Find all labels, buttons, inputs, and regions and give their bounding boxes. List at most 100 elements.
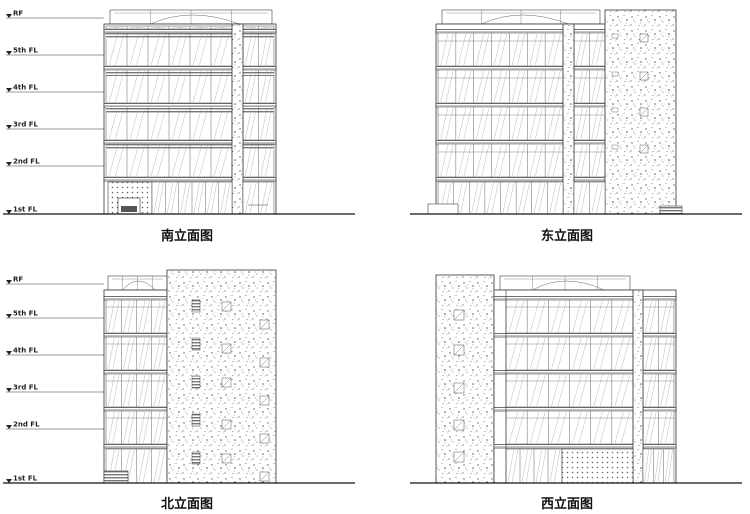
glass-reflection [578,411,588,444]
glass-reflection [540,449,547,483]
glass-reflection [158,374,165,407]
glass-reflection [265,182,272,214]
glass-reflection [199,70,209,103]
elevation-caption: 南立面图 [161,228,213,244]
glass-reflection [538,182,546,214]
glass-reflection [521,449,528,483]
vent-slot [611,71,619,77]
glass-reflection [660,337,668,370]
glass-reflection [529,107,538,140]
glass-reflection [494,107,502,140]
glass-reflection [171,144,181,177]
glass-reflection [530,300,539,333]
glass-reflection [476,182,483,214]
glass-reflection [143,300,150,333]
roof-canopy-arc [481,14,569,25]
glass-reflection [138,300,146,333]
glass-reflection [157,144,167,177]
glass-reflection [553,107,561,140]
glass-reflection [192,33,202,66]
roof-canopy-arc [122,280,156,291]
glass-reflection [535,107,543,140]
glass-reflection [199,26,208,29]
glass-reflection [207,182,213,214]
glass-reflection [445,70,454,103]
glass-reflection [157,107,167,140]
level-marker-icon [6,425,12,429]
glass-reflection [580,182,588,214]
glass-reflection [536,300,546,333]
glass-reflection [193,26,202,29]
glass-reflection [127,411,135,444]
vent-slot [611,33,619,39]
glass-reflection [193,182,200,214]
glass-reflection [549,449,556,483]
level-marker-icon [6,51,12,55]
glass-reflection [158,300,165,333]
glass-reflection [150,33,160,66]
glass-reflection [129,70,139,103]
glass-reflection [578,300,588,333]
glass-reflection [167,182,173,214]
glass-reflection [138,337,146,370]
glass-reflection [213,33,223,66]
glass-reflection [245,182,252,214]
glass-reflection [526,449,533,483]
glass-reflection [249,26,257,29]
glass-reflection [515,300,525,333]
glass-reflection [600,374,609,407]
glass-reflection [245,144,252,177]
glass-reflection [494,70,502,103]
concrete-wall [166,269,277,484]
glass-reflection [153,411,161,444]
elevation-caption: 北立面图 [161,496,213,512]
glass-reflection [511,144,520,177]
glass-reflection [220,33,230,66]
glass-reflection [551,337,561,370]
glass-reflection [220,26,229,29]
glass-reflection [576,33,583,66]
elevation-caption: 东立面图 [541,228,593,244]
glass-reflection [529,70,538,103]
glass-reflection [596,182,603,214]
equipment-grille [103,470,129,484]
glass-reflection [665,411,672,444]
glass-reflection [224,182,231,214]
level-marker-icon [6,388,12,392]
glass-reflection [580,33,588,66]
glass-reflection [249,144,257,177]
glass-reflection [213,144,223,177]
glass-reflection [547,144,556,177]
floor-slab [435,140,606,145]
glass-reflection [509,411,518,444]
glass-reflection [112,300,120,333]
glass-reflection [572,337,582,370]
concrete-wall [435,274,495,484]
glass-reflection [515,337,525,370]
level-label: 3rd FL [13,121,39,129]
glass-reflection [554,182,561,214]
roof-canopy-arc [150,14,240,25]
glass-reflection [153,337,161,370]
glass-reflection [553,33,561,66]
glass-reflection [515,411,525,444]
glass-reflection [123,374,130,407]
glass-reflection [576,70,583,103]
glass-reflection [499,70,507,103]
glass-reflection [108,70,118,103]
glass-reflection [553,70,561,103]
glass-reflection [649,411,657,444]
glass-reflection [463,144,472,177]
glass-reflection [554,449,561,483]
glass-reflection [536,411,546,444]
glass-reflection [127,449,135,483]
glass-reflection [260,107,268,140]
glass-reflection [596,107,603,140]
level-label: 3rd FL [13,384,39,392]
glass-reflection [199,107,209,140]
glass-reflection [530,374,539,407]
glass-reflection [249,182,257,214]
glass-reflection [645,337,652,370]
glass-reflection [596,33,603,66]
